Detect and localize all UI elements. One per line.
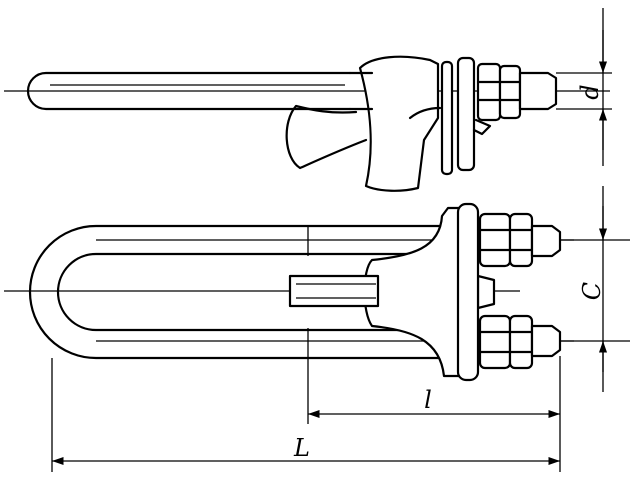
dimension-l-label: l: [424, 386, 432, 414]
top-view-nut: [508, 212, 534, 268]
top-view-clamp-body: [363, 206, 462, 378]
side-view-rod: [26, 71, 352, 111]
top-view-bolt-tip: [530, 324, 562, 358]
dimension-d-label: d: [576, 84, 604, 99]
side-view-washer: [456, 56, 476, 172]
side-view-clamp-lip: [285, 104, 368, 170]
top-view-nut: [478, 212, 512, 268]
top-view-nut: [508, 314, 534, 370]
side-view-washer: [440, 60, 454, 176]
u-bolt: [28, 224, 442, 360]
dimension-L-label: L: [293, 434, 310, 462]
dimension-c-label: C: [578, 282, 606, 300]
side-view-nut: [476, 62, 502, 122]
top-view: C l L: [4, 186, 630, 472]
top-view-nut: [478, 314, 512, 370]
top-view-bolt-tip: [530, 224, 562, 258]
top-view-seat: [288, 274, 380, 308]
side-view: d: [4, 8, 612, 192]
side-view-bolt-tip: [518, 71, 558, 111]
top-view-washer-plate: [456, 202, 480, 382]
side-view-nut: [498, 64, 522, 120]
side-view-clamp-body: [358, 55, 440, 192]
